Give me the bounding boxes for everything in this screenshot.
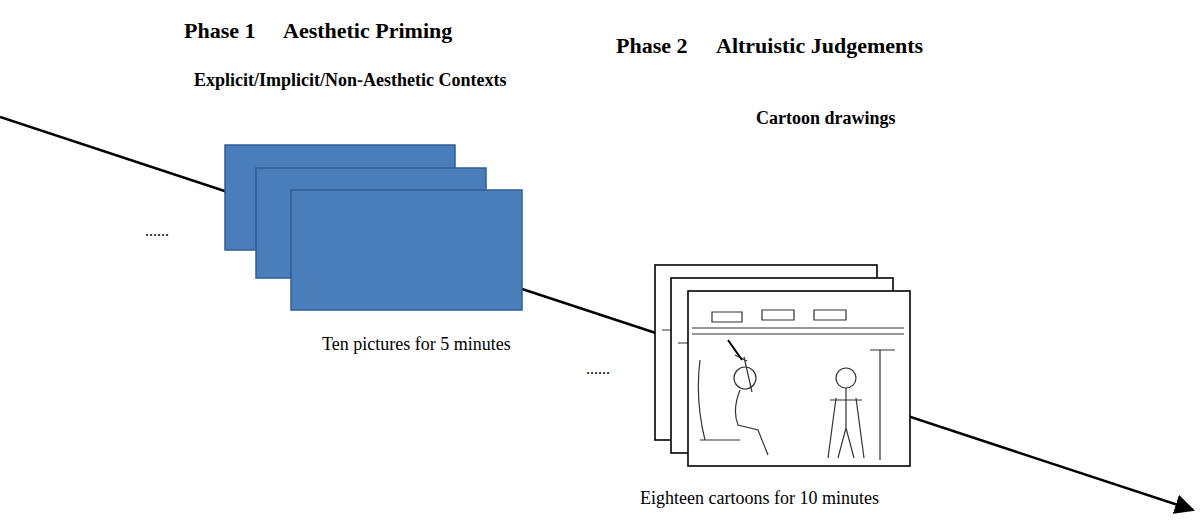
context-heading: Explicit/Implicit/Non-Aesthetic Contexts xyxy=(194,70,506,91)
stimulus-heading: Cartoon drawings xyxy=(756,108,896,129)
phase-number: Phase 2 xyxy=(616,33,688,58)
cartoon-stack xyxy=(655,265,910,466)
ellipsis-mark: ...... xyxy=(586,360,610,378)
stimulus-caption: Ten pictures for 5 minutes xyxy=(322,334,511,355)
phase-title: Altruistic Judgements xyxy=(716,33,923,58)
phase-number: Phase 1 xyxy=(184,18,256,43)
picture-stack xyxy=(225,145,522,310)
phase-title: Aesthetic Priming xyxy=(283,18,452,43)
ellipsis-mark: ...... xyxy=(145,222,169,240)
timeline-arrow xyxy=(0,117,1193,510)
stimulus-caption: Eighteen cartoons for 10 minutes xyxy=(640,488,879,509)
